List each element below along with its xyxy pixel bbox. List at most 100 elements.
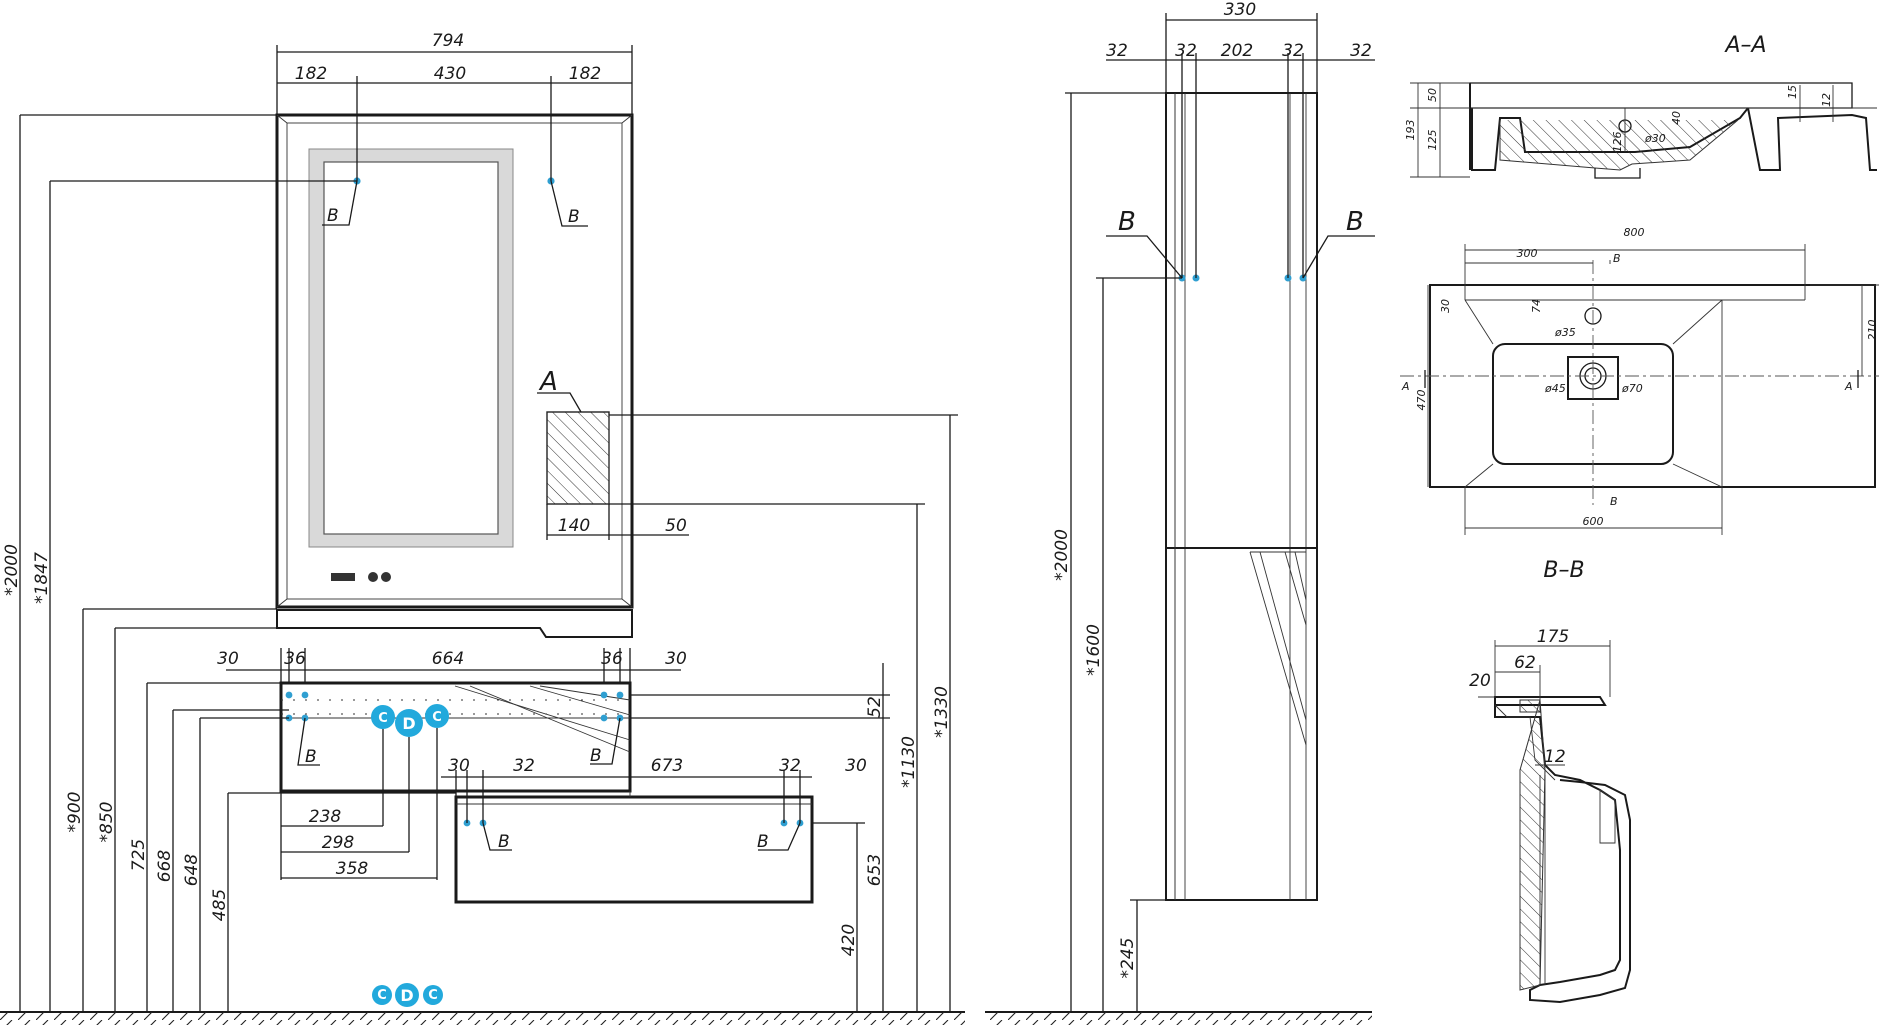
dim-648: 648 [182, 854, 202, 887]
dim-30-left: 30 [217, 649, 239, 669]
badge-c-label: C [432, 710, 442, 725]
dim-32-a: 32 [1106, 41, 1128, 61]
front-view: C D C C D C 794 182 430 182 B B A [2, 31, 958, 1012]
dim-aa-12: 12 [1820, 93, 1833, 107]
label-b: B [590, 746, 602, 766]
dim-900: *900 [65, 792, 85, 833]
mirror-switch-icon [381, 572, 391, 582]
dim-52: 52 [865, 696, 885, 718]
badge-cdc-bottom: C D C [372, 983, 443, 1007]
label-a: A [538, 367, 558, 397]
badge-c-label: C [378, 711, 388, 726]
dim-794: 794 [432, 31, 464, 51]
label-b: B [498, 832, 510, 852]
dim-aa-50: 50 [1426, 88, 1439, 102]
label-b-bottom: B [1610, 495, 1618, 508]
dim-126: 126 [1611, 132, 1624, 153]
plan-view: 800 300 B 30 74 ø35 210 470 ø45 ø70 600 … [1400, 226, 1879, 535]
section-a-box [546, 411, 610, 505]
dim-430: 430 [434, 64, 466, 84]
dim-298: 298 [322, 833, 355, 853]
dim-175: 175 [1537, 627, 1569, 647]
dim-40: 40 [1670, 111, 1683, 125]
label-b: B [1118, 207, 1136, 237]
tall-cabinet [1165, 92, 1318, 901]
dim-shelf-32-left: 32 [513, 756, 535, 776]
section-aa-title: A–A [1723, 33, 1766, 58]
dim-30-right: 30 [665, 649, 687, 669]
dim-420: 420 [839, 924, 859, 956]
dim-1130: *1130 [899, 736, 919, 788]
dim-bb-20: 20 [1469, 671, 1491, 691]
dim-470: 470 [1415, 390, 1428, 411]
dim-74: 74 [1530, 299, 1543, 313]
dim-aa-125: 125 [1426, 130, 1439, 151]
dim-side-2000: *2000 [1052, 529, 1072, 581]
dim-193: 193 [1404, 120, 1417, 141]
dim-shelf-30-left: 30 [448, 756, 470, 776]
basin-plan-outline [1429, 284, 1876, 488]
section-bb: B–B 175 62 20 12 [1469, 558, 1631, 1004]
dim-300: 300 [1517, 247, 1538, 260]
dim-32-b: 32 [1175, 41, 1197, 61]
dim-32-d: 32 [1350, 41, 1372, 61]
dim-shelf-32-right: 32 [779, 756, 801, 776]
countertop [276, 609, 633, 638]
dim-aa-30: ø30 [1644, 132, 1666, 145]
dim-800: 800 [1624, 226, 1645, 239]
dim-182-left: 182 [295, 64, 327, 84]
label-b: B [568, 207, 580, 227]
label-a-left: A [1401, 380, 1410, 393]
dim-70: ø70 [1621, 382, 1643, 395]
lower-shelf [454, 795, 814, 904]
dim-668: 668 [155, 850, 175, 883]
dim-182-right: 182 [569, 64, 601, 84]
label-b: B [305, 747, 317, 767]
dim-664: 664 [432, 649, 464, 669]
dim-45: ø45 [1544, 382, 1566, 395]
dim-330: 330 [1224, 0, 1256, 20]
mirror-display-icon [331, 573, 355, 581]
badge-c-label: C [377, 988, 387, 1003]
dim-238: 238 [309, 807, 342, 827]
dim-210: 210 [1866, 320, 1879, 341]
badge-d-label: D [400, 986, 413, 1005]
label-b: B [327, 206, 339, 226]
dim-2000: *2000 [2, 544, 22, 596]
label-b-top: B [1613, 252, 1621, 265]
dim-62: 62 [1514, 653, 1536, 673]
label-b: B [757, 832, 769, 852]
badge-cdc-top: C D C [371, 704, 449, 737]
section-aa: A–A 193 50 125 126 40 ø30 15 12 [1404, 33, 1877, 179]
dim-140: 140 [558, 516, 590, 536]
dim-358: 358 [336, 859, 369, 879]
dim-50: 50 [665, 516, 687, 536]
dim-725: 725 [129, 839, 149, 871]
dim-plan-30: 30 [1439, 299, 1452, 313]
dim-bb-12: 12 [1544, 747, 1566, 767]
dim-202: 202 [1221, 41, 1253, 61]
mirror-switch-icon [368, 572, 378, 582]
badge-d-label: D [402, 714, 415, 733]
dim-1600: *1600 [1084, 624, 1104, 676]
dim-shelf-30-right: 30 [845, 756, 867, 776]
section-bb-title: B–B [1543, 558, 1584, 583]
label-a-right: A [1844, 380, 1853, 393]
mirror-glass [323, 161, 499, 535]
dim-1330: *1330 [932, 686, 952, 738]
dim-850: *850 [97, 802, 117, 843]
badge-c-label: C [428, 988, 438, 1003]
side-view: 330 32 32 202 32 32 B B *2000 *1600 *245 [1052, 0, 1375, 1012]
dim-1847: *1847 [32, 552, 52, 604]
dim-245: *245 [1118, 938, 1138, 979]
dim-36-left: 36 [284, 649, 306, 669]
dim-35: ø35 [1554, 326, 1576, 339]
dim-36-right: 36 [601, 649, 623, 669]
dim-600: 600 [1583, 515, 1604, 528]
dim-32-c: 32 [1282, 41, 1304, 61]
dim-653: 653 [865, 854, 885, 886]
dim-15: 15 [1786, 85, 1799, 99]
dim-485: 485 [210, 889, 230, 921]
